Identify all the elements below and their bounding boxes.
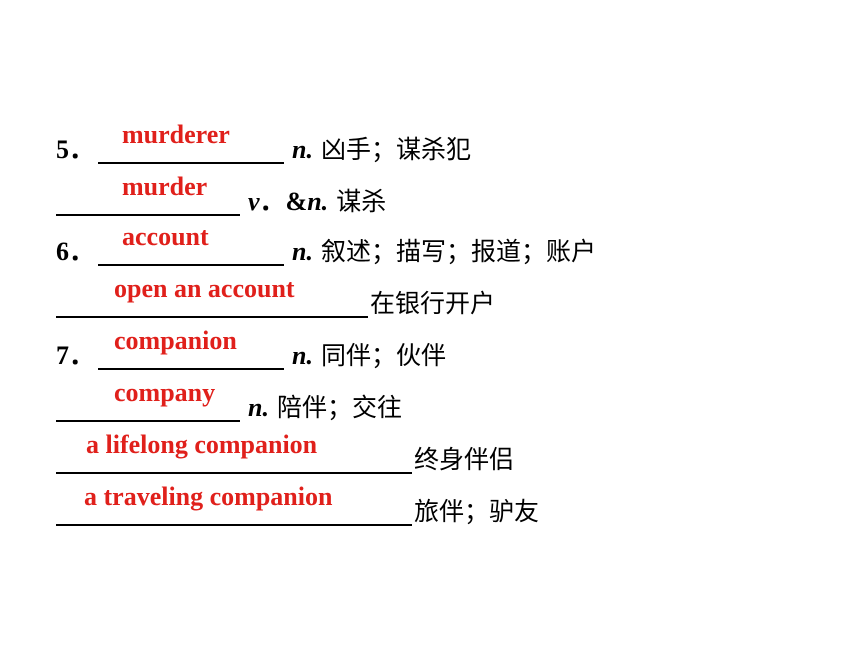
definition: n.陪伴；交往 — [248, 390, 402, 426]
answer-text: open an account — [114, 274, 295, 303]
item-number: 5． — [56, 135, 96, 164]
vocab-row-5: 5． murderer n.凶手；谋杀犯 — [56, 120, 616, 168]
chinese-meaning: 在银行开户 — [370, 289, 496, 318]
answer-text: company — [114, 378, 216, 407]
chinese-meaning: 旅伴；驴友 — [414, 497, 540, 526]
answer-blank — [56, 390, 240, 422]
definition: n.同伴；伙伴 — [292, 338, 446, 374]
part-of-speech: n. — [292, 341, 313, 370]
vocab-row-7-phrase-2: a traveling companion 旅伴；驴友 — [56, 482, 616, 530]
part-of-speech: v — [248, 187, 260, 216]
vocab-row-7-phrase-1: a lifelong companion 终身伴侣 — [56, 430, 616, 478]
part-of-speech-separator: ．& — [259, 187, 308, 216]
part-of-speech-2: n. — [307, 187, 329, 216]
answer-blank — [98, 338, 284, 370]
definition: 在银行开户 — [370, 286, 495, 322]
item-number: 7． — [56, 341, 96, 370]
answer-text: companion — [114, 326, 237, 355]
chinese-meaning: 终身伴侣 — [414, 445, 515, 474]
answer-blank — [56, 184, 240, 216]
item-number: 6． — [56, 237, 96, 266]
definition: n.叙述；描写；报道；账户 — [292, 234, 596, 270]
chinese-meaning: 叙述；描写；报道；账户 — [320, 237, 596, 266]
answer-text: murderer — [122, 120, 230, 149]
answer-blank — [56, 494, 412, 526]
answer-blank — [98, 132, 284, 164]
chinese-meaning: 谋杀 — [336, 187, 387, 216]
answer-blank — [56, 442, 412, 474]
definition: n.凶手；谋杀犯 — [292, 132, 471, 168]
chinese-meaning: 凶手；谋杀犯 — [320, 135, 471, 164]
answer-blank — [98, 234, 284, 266]
part-of-speech: n. — [248, 393, 269, 422]
answer-text: murder — [122, 172, 208, 201]
vocab-row-6: 6． account n.叙述；描写；报道；账户 — [56, 222, 756, 270]
definition: 终身伴侣 — [414, 442, 514, 478]
definition: v．&n.谋杀 — [248, 184, 386, 220]
part-of-speech: n. — [292, 135, 313, 164]
answer-blank — [56, 286, 368, 318]
vocab-row-7-noun: company n.陪伴；交往 — [56, 378, 616, 426]
answer-text: a lifelong companion — [86, 430, 318, 459]
vocab-row-7: 7． companion n.同伴；伙伴 — [56, 326, 616, 374]
vocab-row-6-phrase: open an account 在银行开户 — [56, 274, 616, 322]
vocab-row-5-verb: murder v．&n.谋杀 — [56, 172, 616, 220]
chinese-meaning: 陪伴；交往 — [276, 393, 402, 422]
answer-text: account — [122, 222, 209, 251]
definition: 旅伴；驴友 — [414, 494, 539, 530]
chinese-meaning: 同伴；伙伴 — [320, 341, 446, 370]
answer-text: a traveling companion — [84, 482, 333, 511]
part-of-speech: n. — [292, 237, 313, 266]
